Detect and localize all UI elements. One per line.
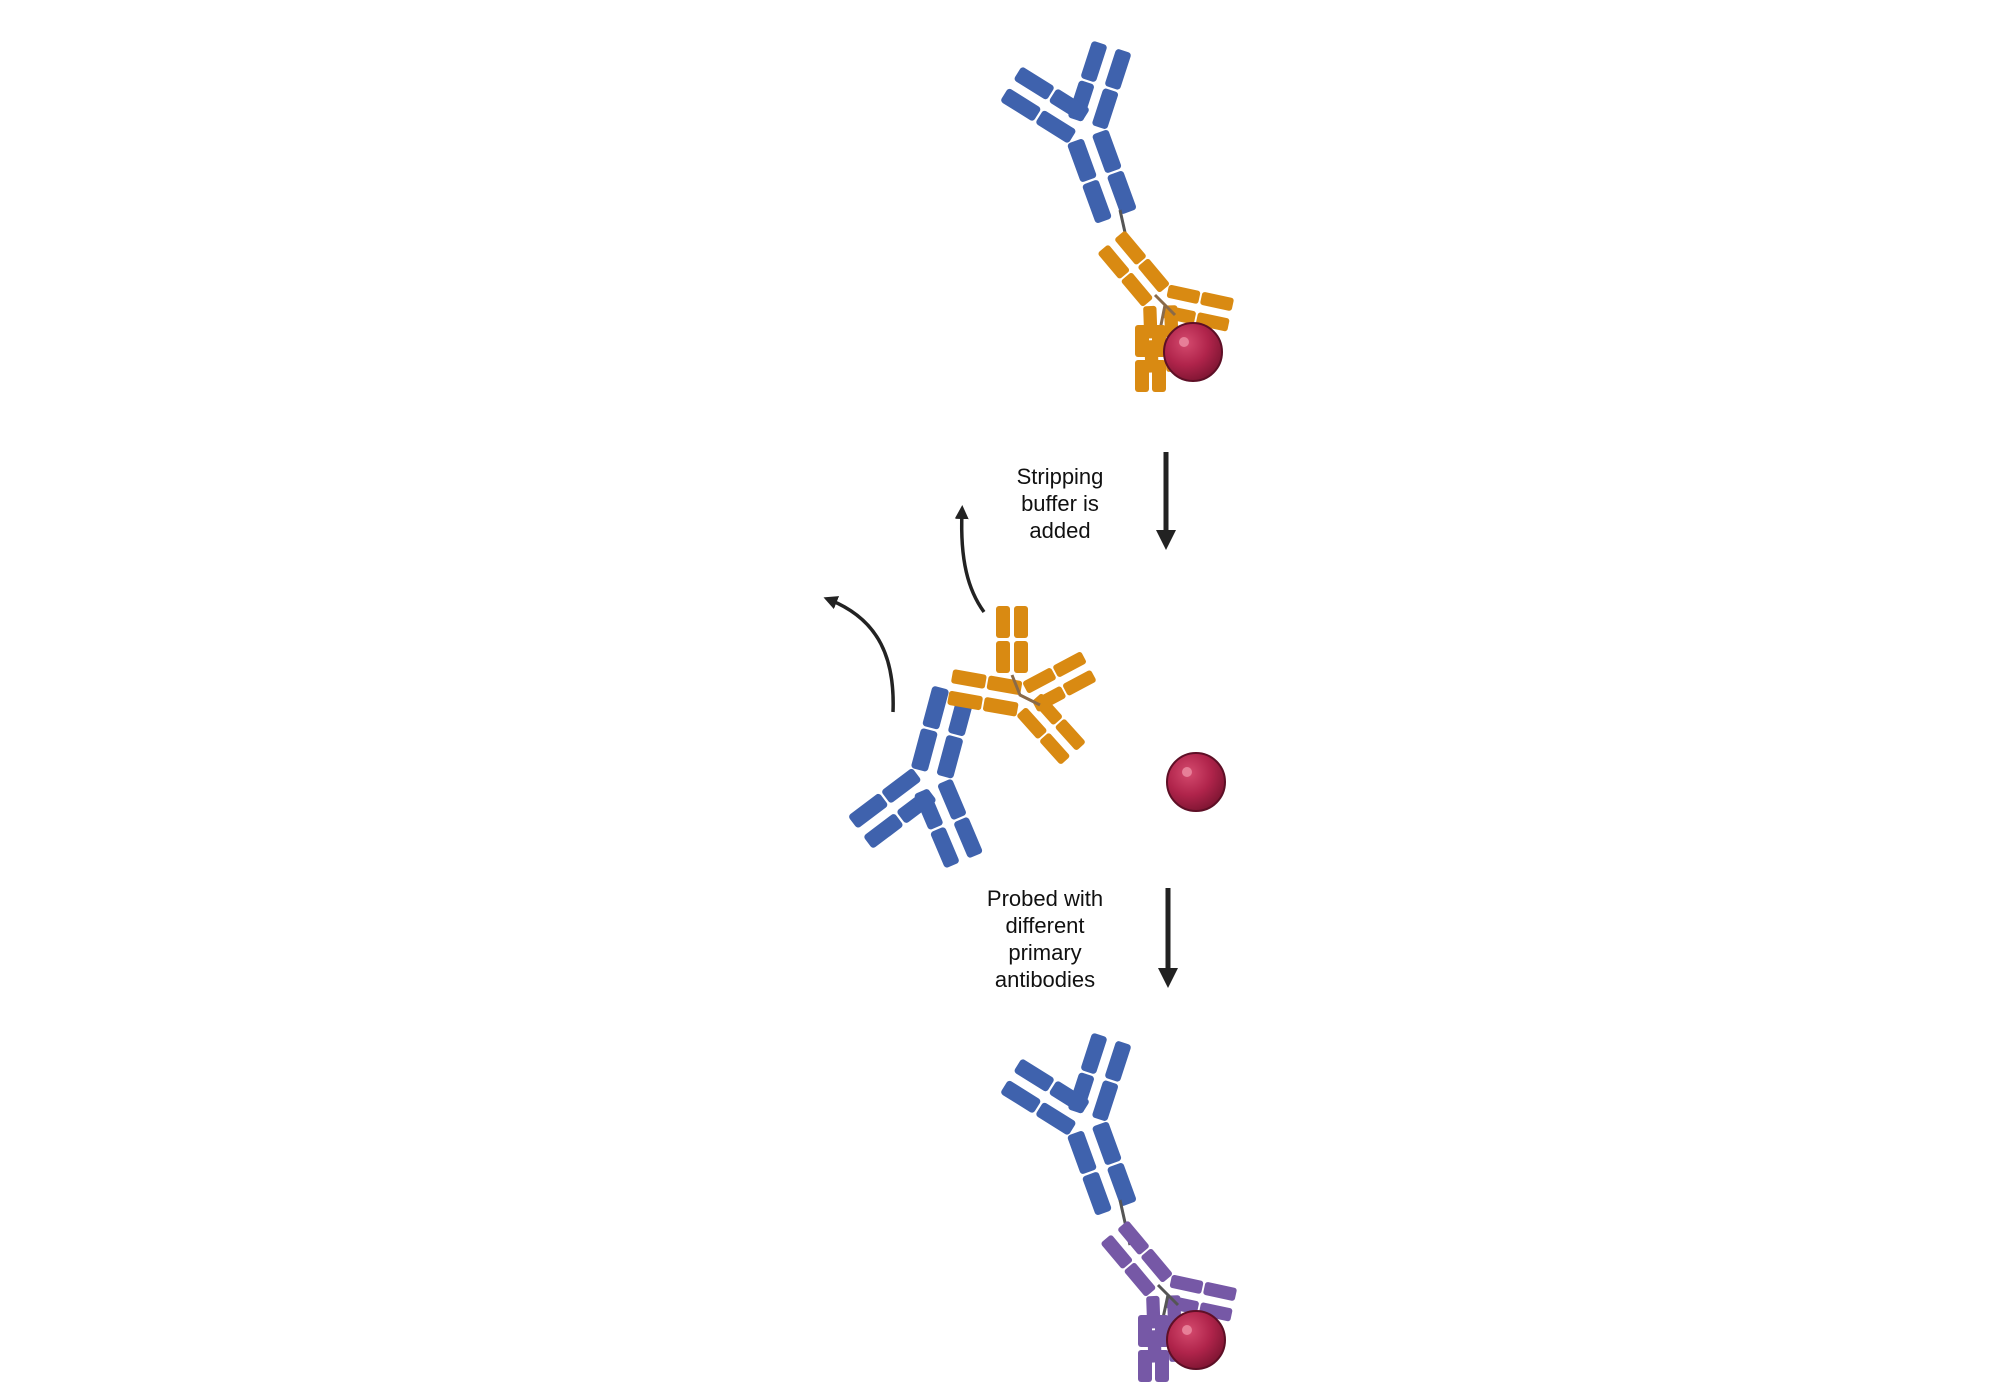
top-complex xyxy=(991,29,1248,392)
antigen-sphere-icon xyxy=(1166,1310,1226,1370)
antigen-highlight xyxy=(1182,767,1192,777)
curved-arrow-icon xyxy=(954,505,986,614)
primary-hinge xyxy=(1156,1283,1180,1319)
primary-stub-icon xyxy=(1135,325,1166,392)
released-primary-hinge xyxy=(1010,674,1041,707)
step-label-stripping: Stripping buffer is added xyxy=(1016,464,1104,543)
antigen-highlight xyxy=(1182,1325,1192,1335)
antigen-sphere-icon xyxy=(1163,322,1223,382)
curved-arrow-icon xyxy=(823,596,895,713)
released-primary-stub-icon xyxy=(996,606,1028,673)
antigen-sphere-icon xyxy=(1166,752,1226,812)
step-label-reprobing: Probed with different primary antibodies xyxy=(986,886,1104,992)
antigen-highlight xyxy=(1179,337,1189,347)
bottom-complex xyxy=(991,1021,1251,1382)
primary-stub-icon xyxy=(1138,1315,1169,1382)
